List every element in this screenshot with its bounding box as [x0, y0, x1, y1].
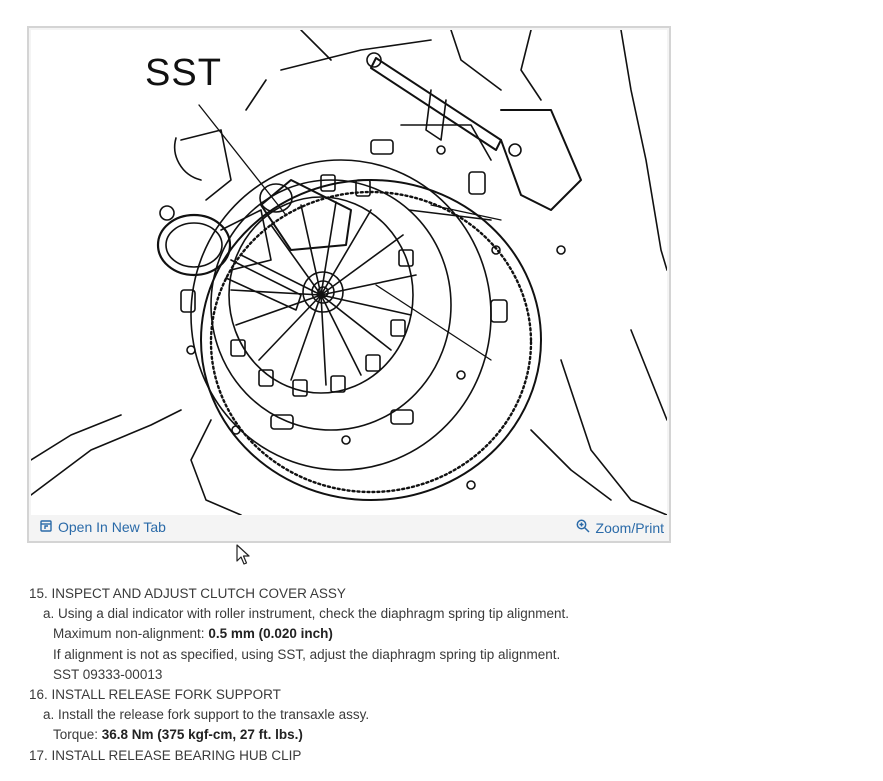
sst-callout-label: SST [145, 52, 222, 94]
open-in-new-tab-icon [40, 519, 52, 535]
clutch-line-drawing [31, 30, 667, 515]
step-16a-text: a. Install the release fork support to t… [43, 707, 370, 723]
step-16-title: 16. INSTALL RELEASE FORK SUPPORT [29, 687, 281, 703]
mouse-pointer-icon [236, 544, 250, 571]
step-15a-if-text: If alignment is not as specified, using … [53, 646, 561, 662]
step-17-title: 17. INSTALL RELEASE BEARING HUB CLIP [29, 747, 302, 763]
figure-toolbar: Open In New Tab Zoom/Print [29, 515, 669, 541]
step-15a-max-line: Maximum non-alignment: 0.5 mm (0.020 inc… [29, 624, 869, 644]
torque-value: 36.8 Nm (375 kgf-cm, 27 ft. lbs.) [101, 727, 303, 743]
torque-label: Torque: [53, 727, 102, 743]
magnifier-plus-icon [576, 519, 590, 536]
step-16a-torque-line: Torque: 36.8 Nm (375 kgf-cm, 27 ft. lbs.… [29, 725, 869, 745]
step-15-title: 15. INSPECT AND ADJUST CLUTCH COVER ASSY [29, 586, 346, 601]
procedure-steps: 15. INSPECT AND ADJUST CLUTCH COVER ASSY… [29, 584, 869, 766]
open-in-new-tab-button[interactable]: Open In New Tab [40, 519, 166, 535]
zoom-print-label: Zoom/Print [595, 519, 664, 536]
step-15a-text: a. Using a dial indicator with roller in… [43, 606, 570, 622]
open-in-new-tab-label: Open In New Tab [58, 519, 166, 535]
zoom-print-button[interactable]: Zoom/Print [576, 519, 664, 536]
step-15a-sst: SST 09333-00013 [53, 666, 163, 682]
max-value: 0.5 mm (0.020 inch) [208, 626, 333, 642]
max-label: Maximum non-alignment: [53, 626, 209, 642]
clutch-diagram-image[interactable]: SST [31, 30, 667, 515]
figure-container: SST Open In New Tab Zoom/Print [27, 26, 671, 543]
